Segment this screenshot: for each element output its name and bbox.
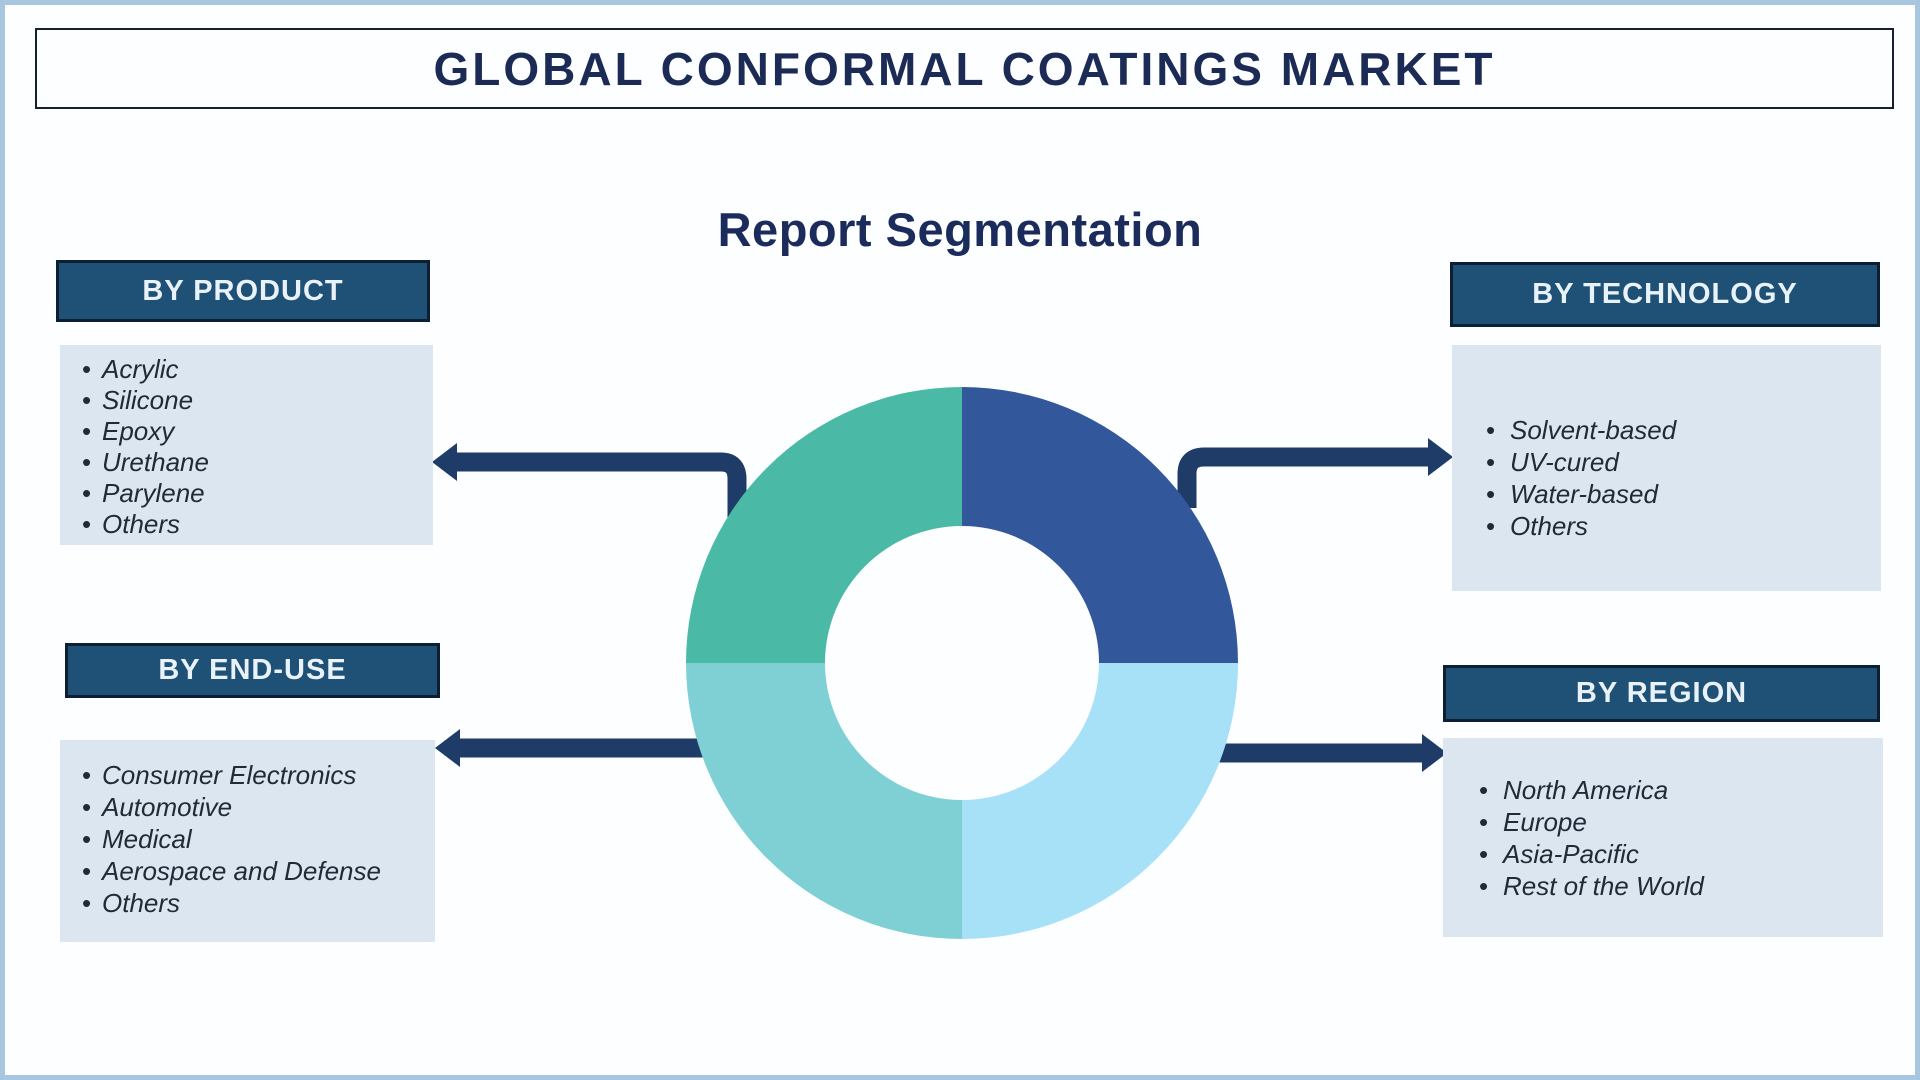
by-technology-header: BY TECHNOLOGY (1450, 262, 1880, 327)
item-label: Aerospace and Defense (102, 856, 381, 886)
arrowhead-left-icon (435, 729, 460, 767)
by-end-use-header: BY END-USE (65, 643, 440, 698)
by-end-use-items: Consumer Electronics Automotive Medical … (82, 759, 427, 919)
item-label: Water-based (1510, 479, 1658, 509)
by-region-items: North America Europe Asia-Pacific Rest o… (1479, 774, 1875, 902)
by-technology-list: Solvent-based UV-cured Water-based Other… (1452, 345, 1881, 591)
item-label: Others (102, 509, 181, 539)
item-label: Europe (1503, 806, 1587, 837)
list-item: Automotive (82, 791, 427, 823)
arrow-elbow-line (1177, 447, 1430, 508)
report-segmentation-heading: Report Segmentation (717, 203, 1203, 256)
item-label: Medical (102, 824, 192, 854)
item-label: Parylene (102, 478, 205, 508)
arrowhead-right-icon (1422, 734, 1447, 772)
by-region-header: BY REGION (1443, 665, 1880, 722)
item-label: Rest of the World (1503, 870, 1704, 901)
item-label: Epoxy (102, 416, 175, 446)
by-region-label: BY REGION (1575, 677, 1748, 709)
page-title: GLOBAL CONFORMAL COATINGS MARKET (433, 42, 1496, 95)
item-label: UV-cured (1510, 447, 1619, 477)
title-box: GLOBAL CONFORMAL COATINGS MARKET (35, 28, 1894, 109)
list-item: Urethane (82, 447, 423, 478)
item-label: North America (1503, 774, 1669, 805)
arrowhead-right-icon (1428, 438, 1453, 476)
by-product-header: BY PRODUCT (56, 260, 430, 322)
list-item: Water-based (1486, 478, 1873, 510)
by-product-label: BY PRODUCT (142, 274, 344, 307)
item-label: Urethane (102, 447, 209, 477)
by-region-list: North America Europe Asia-Pacific Rest o… (1443, 738, 1883, 937)
arrow-to-by-region (1216, 734, 1447, 772)
list-item: North America (1479, 774, 1875, 806)
list-item: Others (82, 509, 423, 540)
list-item: Others (82, 887, 427, 919)
list-item: Asia-Pacific (1479, 838, 1875, 870)
list-item: Aerospace and Defense (82, 855, 427, 887)
arrowhead-left-icon (432, 443, 457, 481)
item-label: Consumer Electronics (102, 760, 357, 790)
list-item: Consumer Electronics (82, 759, 427, 791)
list-item: Rest of the World (1479, 870, 1875, 902)
donut-segment-top-left (686, 387, 962, 663)
list-item: Solvent-based (1486, 414, 1873, 446)
list-item: Others (1486, 510, 1873, 542)
arrow-to-by-end-use (435, 729, 704, 767)
by-technology-items: Solvent-based UV-cured Water-based Other… (1486, 414, 1873, 542)
donut-segment-top-right (962, 387, 1238, 663)
list-item: UV-cured (1486, 446, 1873, 478)
arrow-to-by-product (432, 443, 747, 521)
by-end-use-label: BY END-USE (158, 654, 347, 686)
by-product-list: Acrylic Silicone Epoxy Urethane Parylene… (60, 345, 433, 545)
donut-segment-bottom-right (962, 663, 1238, 939)
donut-segment-bottom-left (686, 663, 962, 939)
item-label: Silicone (102, 385, 194, 415)
item-label: Solvent-based (1510, 415, 1677, 445)
list-item: Silicone (82, 385, 423, 416)
item-label: Others (102, 888, 181, 918)
list-item: Parylene (82, 478, 423, 509)
arrow-to-by-technology (1177, 438, 1453, 508)
item-label: Automotive (102, 792, 233, 822)
by-technology-label: BY TECHNOLOGY (1532, 278, 1798, 310)
item-label: Asia-Pacific (1503, 838, 1639, 869)
list-item: Europe (1479, 806, 1875, 838)
item-label: Others (1510, 511, 1589, 541)
list-item: Medical (82, 823, 427, 855)
arrow-elbow-line (455, 452, 747, 521)
list-item: Acrylic (82, 354, 423, 385)
by-end-use-list: Consumer Electronics Automotive Medical … (60, 740, 435, 942)
by-product-items: Acrylic Silicone Epoxy Urethane Parylene… (82, 354, 423, 540)
list-item: Epoxy (82, 416, 423, 447)
item-label: Acrylic (102, 354, 179, 384)
